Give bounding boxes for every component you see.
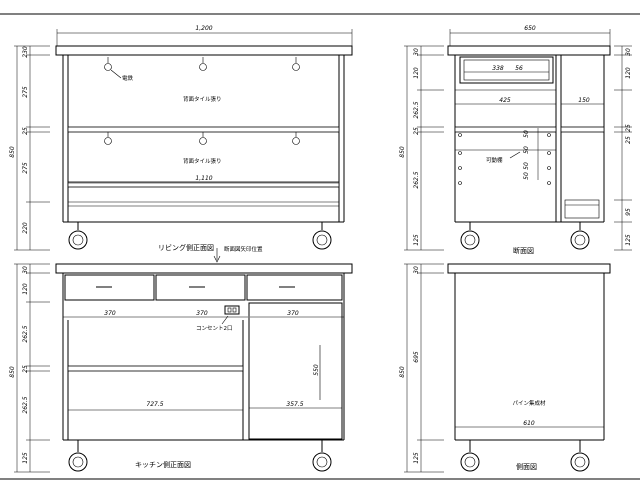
living-inner-dim: 1,110 [195,175,212,182]
hook-icon [104,57,300,145]
svg-text:695: 695 [413,351,420,363]
svg-text:95: 95 [625,208,632,216]
svg-text:25: 25 [625,124,632,132]
svg-text:150: 150 [578,97,590,104]
svg-text:30: 30 [625,48,632,56]
svg-text:50: 50 [523,172,530,180]
svg-text:610: 610 [523,420,535,427]
caster-icon [460,222,590,250]
svg-text:850: 850 [399,366,406,378]
svg-text:275: 275 [22,86,29,98]
tile-note-upper: 背面タイル張り [183,95,222,103]
caster-icon [68,440,332,472]
svg-text:50: 50 [523,130,530,138]
hook-note: 電鉄 [122,74,134,82]
svg-text:56: 56 [515,65,523,72]
svg-text:120: 120 [22,283,29,295]
living-total-dim: 850 [9,146,16,158]
living-front-title: リビング側正面図 [158,243,214,252]
tile-note-lower: 背面タイル張り [183,157,222,165]
svg-text:357.5: 357.5 [286,401,303,408]
svg-text:125: 125 [22,452,29,464]
shelf-pin-holes [458,133,551,185]
svg-text:125: 125 [625,234,632,246]
svg-text:30: 30 [22,266,29,274]
living-countertop [55,45,353,56]
side-countertop [447,263,611,274]
svg-text:727.5: 727.5 [146,401,163,408]
svg-text:262.5: 262.5 [22,325,29,342]
cabinet-door [248,302,343,440]
kitchen-countertop [55,263,353,274]
section-mark-note: 断面図矢印位置 [224,245,263,253]
caster-icon [460,440,590,472]
kitchen-front-title: キッチン側正面図 [135,460,191,469]
svg-text:370: 370 [104,310,116,317]
svg-text:125: 125 [413,234,420,246]
svg-text:550: 550 [313,364,320,376]
svg-text:338: 338 [492,65,504,72]
movable-shelf-note: 可動棚 [486,156,503,164]
svg-text:262.5: 262.5 [413,101,420,118]
svg-text:120: 120 [413,67,420,79]
section-countertop [447,45,611,56]
svg-text:370: 370 [196,310,208,317]
svg-text:262.5: 262.5 [413,171,420,188]
svg-text:125: 125 [413,452,420,464]
living-shelf-2 [67,181,340,188]
section-view: 650 338 56 425 150 50 50 50 50 可動棚 [399,25,632,255]
svg-text:50: 50 [523,146,530,154]
side-view: パイン集成材 610 850 30 695 125 側面図 [399,263,611,473]
svg-text:850: 850 [399,146,406,158]
drawer-front [246,274,343,301]
side-title: 側面図 [516,462,537,471]
pine-note: パイン集成材 [512,399,546,407]
svg-text:425: 425 [499,97,511,104]
svg-text:25: 25 [22,365,29,373]
svg-text:120: 120 [625,67,632,79]
outlet-icon [224,305,240,315]
drawer-front [64,274,155,301]
svg-text:25: 25 [413,127,420,135]
living-shelf [67,126,340,133]
svg-text:30: 30 [413,266,420,274]
svg-text:25: 25 [625,136,632,144]
outlet-note: コンセント2口 [196,325,233,332]
caster-icon [68,222,332,250]
kitchen-front-view: 370 370 370 コンセント2口 727.5 550 357.5 [9,263,353,473]
svg-text:220: 220 [22,222,29,234]
svg-text:850: 850 [9,366,16,378]
section-width-dim: 650 [524,25,536,32]
svg-text:262.5: 262.5 [22,396,29,413]
svg-text:30: 30 [413,48,420,56]
section-title: 断面図 [513,246,534,255]
svg-text:275: 275 [22,162,29,174]
svg-text:370: 370 [287,310,299,317]
living-front-view: 1,200 電鉄 背面タイル張り 背面タイル張り 1,110 [9,25,353,263]
living-width-dim: 1,200 [195,25,212,32]
svg-text:230: 230 [22,46,29,58]
svg-text:50: 50 [523,162,530,170]
svg-text:25: 25 [22,127,29,135]
drawer-front [155,274,246,301]
